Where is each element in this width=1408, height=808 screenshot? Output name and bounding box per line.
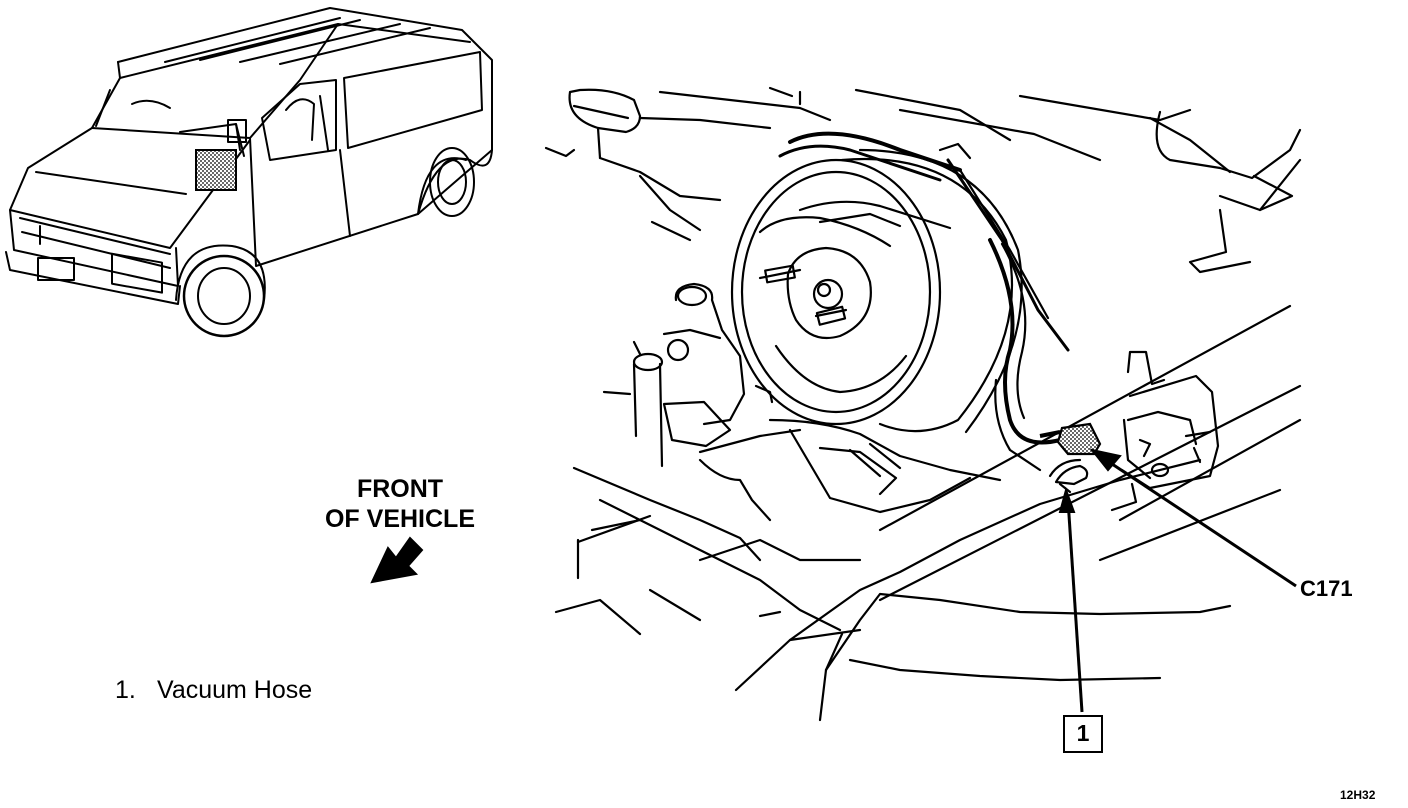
front-of-vehicle-line2: OF VEHICLE xyxy=(324,505,475,533)
figure-reference-code: 12H32 xyxy=(1340,788,1376,802)
c171-leader xyxy=(1089,448,1297,588)
connector-c171-shape xyxy=(1039,422,1102,456)
legend-item-number: 1. xyxy=(115,676,136,704)
callout-box-1: 1 xyxy=(1063,715,1103,753)
front-of-vehicle-label: FRONT OF VEHICLE xyxy=(300,474,500,534)
callout-1-leader xyxy=(1058,486,1084,713)
front-of-vehicle-line1: FRONT xyxy=(356,475,444,503)
connector-label-c171: C171 xyxy=(1300,576,1353,601)
component-location-highlight xyxy=(195,149,237,191)
engine-compartment-illustration xyxy=(544,86,1302,722)
van-locator-icon xyxy=(5,7,493,338)
front-direction-arrow-icon xyxy=(370,536,424,584)
legend-item-text: Vacuum Hose xyxy=(157,676,313,704)
legend-item: 1. Vacuum Hose xyxy=(115,676,312,705)
